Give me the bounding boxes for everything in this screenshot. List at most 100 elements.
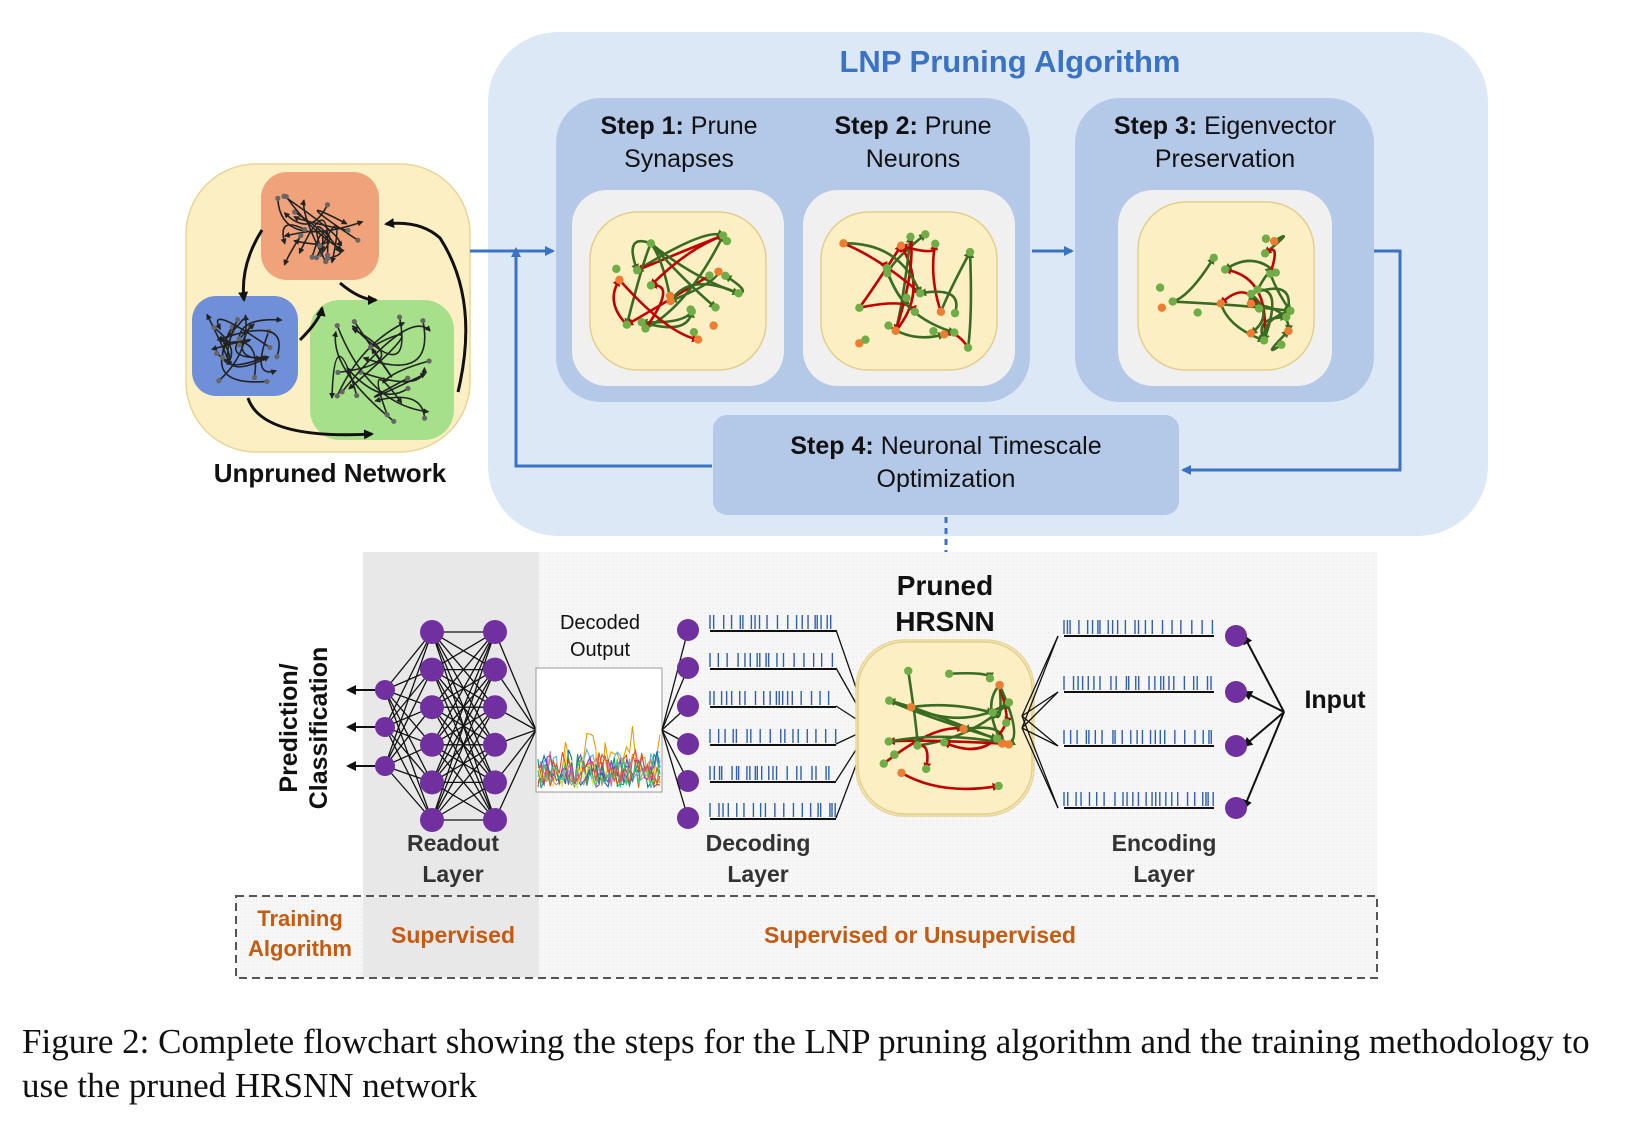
tangle-node	[251, 374, 258, 381]
tangle-node	[334, 323, 340, 329]
neuron-node	[1253, 285, 1262, 294]
neuron-node	[615, 275, 624, 285]
decoding-line1: Decoding	[705, 830, 811, 856]
neuron-node	[1246, 289, 1256, 299]
synapse-edge	[1249, 292, 1265, 335]
tangle-node	[367, 344, 374, 350]
neuron-node	[687, 307, 697, 316]
neuron-node	[884, 737, 893, 746]
readout-connection	[384, 706, 433, 767]
neuron-node	[1277, 340, 1286, 349]
tangle-node	[351, 318, 357, 325]
encoding-layer	[1021, 620, 1285, 819]
input-arrow	[1242, 691, 1285, 713]
synapse-edge	[917, 701, 1011, 747]
neuron-node	[896, 241, 906, 250]
tangle-edge	[360, 366, 428, 383]
prediction-line1: Prediction/	[275, 663, 303, 793]
neuron-node	[929, 326, 938, 336]
tangle-node	[309, 254, 315, 260]
synapse-edge	[858, 244, 903, 309]
synapse-edge	[631, 239, 652, 273]
tangle-node	[298, 232, 304, 239]
step2-label: Step 2: Prune Neurons	[810, 110, 1016, 176]
neuron-node	[931, 239, 940, 249]
tangle-node	[220, 354, 226, 361]
readout-connection	[431, 781, 496, 821]
step2-network	[820, 211, 998, 371]
neuron-node	[1246, 299, 1256, 308]
synapse-edge	[843, 242, 922, 296]
step1-text1: Prune	[690, 112, 758, 140]
decoding-connection	[661, 629, 689, 731]
decoded-trace	[537, 748, 661, 787]
neuron-node	[915, 289, 925, 298]
synapse-edge	[612, 278, 628, 326]
readout-connection	[431, 631, 496, 746]
readout-neuron	[483, 808, 507, 832]
readout-connection	[431, 631, 496, 708]
neuron-node	[907, 702, 916, 712]
tangle-node	[334, 393, 340, 399]
input-neuron	[1225, 625, 1247, 647]
tangle-node	[323, 259, 329, 265]
synapse-edge	[649, 242, 718, 309]
readout-neuron	[420, 695, 444, 720]
tangle-edge	[298, 219, 329, 256]
readout-connection	[494, 631, 537, 731]
encoding-connection	[1021, 727, 1059, 809]
input-neuron	[1225, 735, 1247, 757]
neuron-node	[714, 267, 723, 276]
neuron-node	[1286, 306, 1295, 316]
output-neuron	[375, 717, 395, 737]
tangle-edge	[374, 396, 426, 419]
tangle-node	[267, 344, 273, 351]
supervised-label: Supervised	[391, 922, 515, 948]
encoding-label: Encoding Layer	[1094, 828, 1234, 890]
decoding-line2: Layer	[727, 861, 789, 887]
readout-connection	[384, 631, 433, 691]
readout-neuron	[420, 620, 444, 644]
neuron-node	[1193, 308, 1202, 317]
tangle-node	[396, 314, 403, 320]
neuron-node	[879, 759, 888, 768]
lnp-title: LNP Pruning Algorithm	[839, 44, 1181, 79]
synapse-edge	[909, 701, 1010, 720]
neuron-node	[885, 696, 894, 705]
neuron-node	[612, 264, 621, 274]
supervised-or-unsupervised-label: Supervised or Unsupervised	[764, 922, 1076, 948]
step1-num: Step 1:	[600, 112, 684, 140]
neuron-node	[855, 303, 864, 313]
readout-neuron	[420, 732, 444, 757]
tangle-node	[355, 237, 361, 243]
step3-label: Step 3: Eigenvector Preservation	[1090, 110, 1360, 176]
readout-neuron	[420, 808, 444, 832]
step4-text2: Optimization	[876, 465, 1016, 493]
neuron-node	[995, 680, 1004, 690]
readout-connection	[431, 669, 496, 821]
tangle-edge	[238, 316, 283, 340]
tangle-edge	[336, 325, 430, 415]
neuron-node	[689, 327, 699, 337]
tangle-node	[236, 342, 243, 348]
tangle-edge	[218, 314, 249, 382]
decoding-connection	[661, 667, 689, 731]
input-label: Input	[1304, 686, 1366, 714]
decoded-line2: Output	[569, 639, 631, 661]
neuron-node	[734, 289, 743, 298]
readout-connection	[384, 631, 433, 728]
flow-arrows	[470, 246, 1402, 562]
readout-line2: Layer	[422, 861, 484, 887]
synapse-edge	[918, 288, 958, 314]
tangle-node	[339, 389, 345, 395]
training-line1: Training	[257, 906, 343, 931]
neuron-node	[950, 308, 960, 318]
synapse-edge	[649, 234, 724, 287]
tangle-edge	[215, 318, 271, 349]
tangle-node	[313, 255, 320, 261]
neuron-node	[1269, 237, 1279, 246]
neuron-node	[622, 320, 632, 329]
tangle-node	[335, 369, 341, 376]
decoded-output-plot	[535, 667, 663, 793]
training-supervised-shade	[363, 897, 539, 977]
